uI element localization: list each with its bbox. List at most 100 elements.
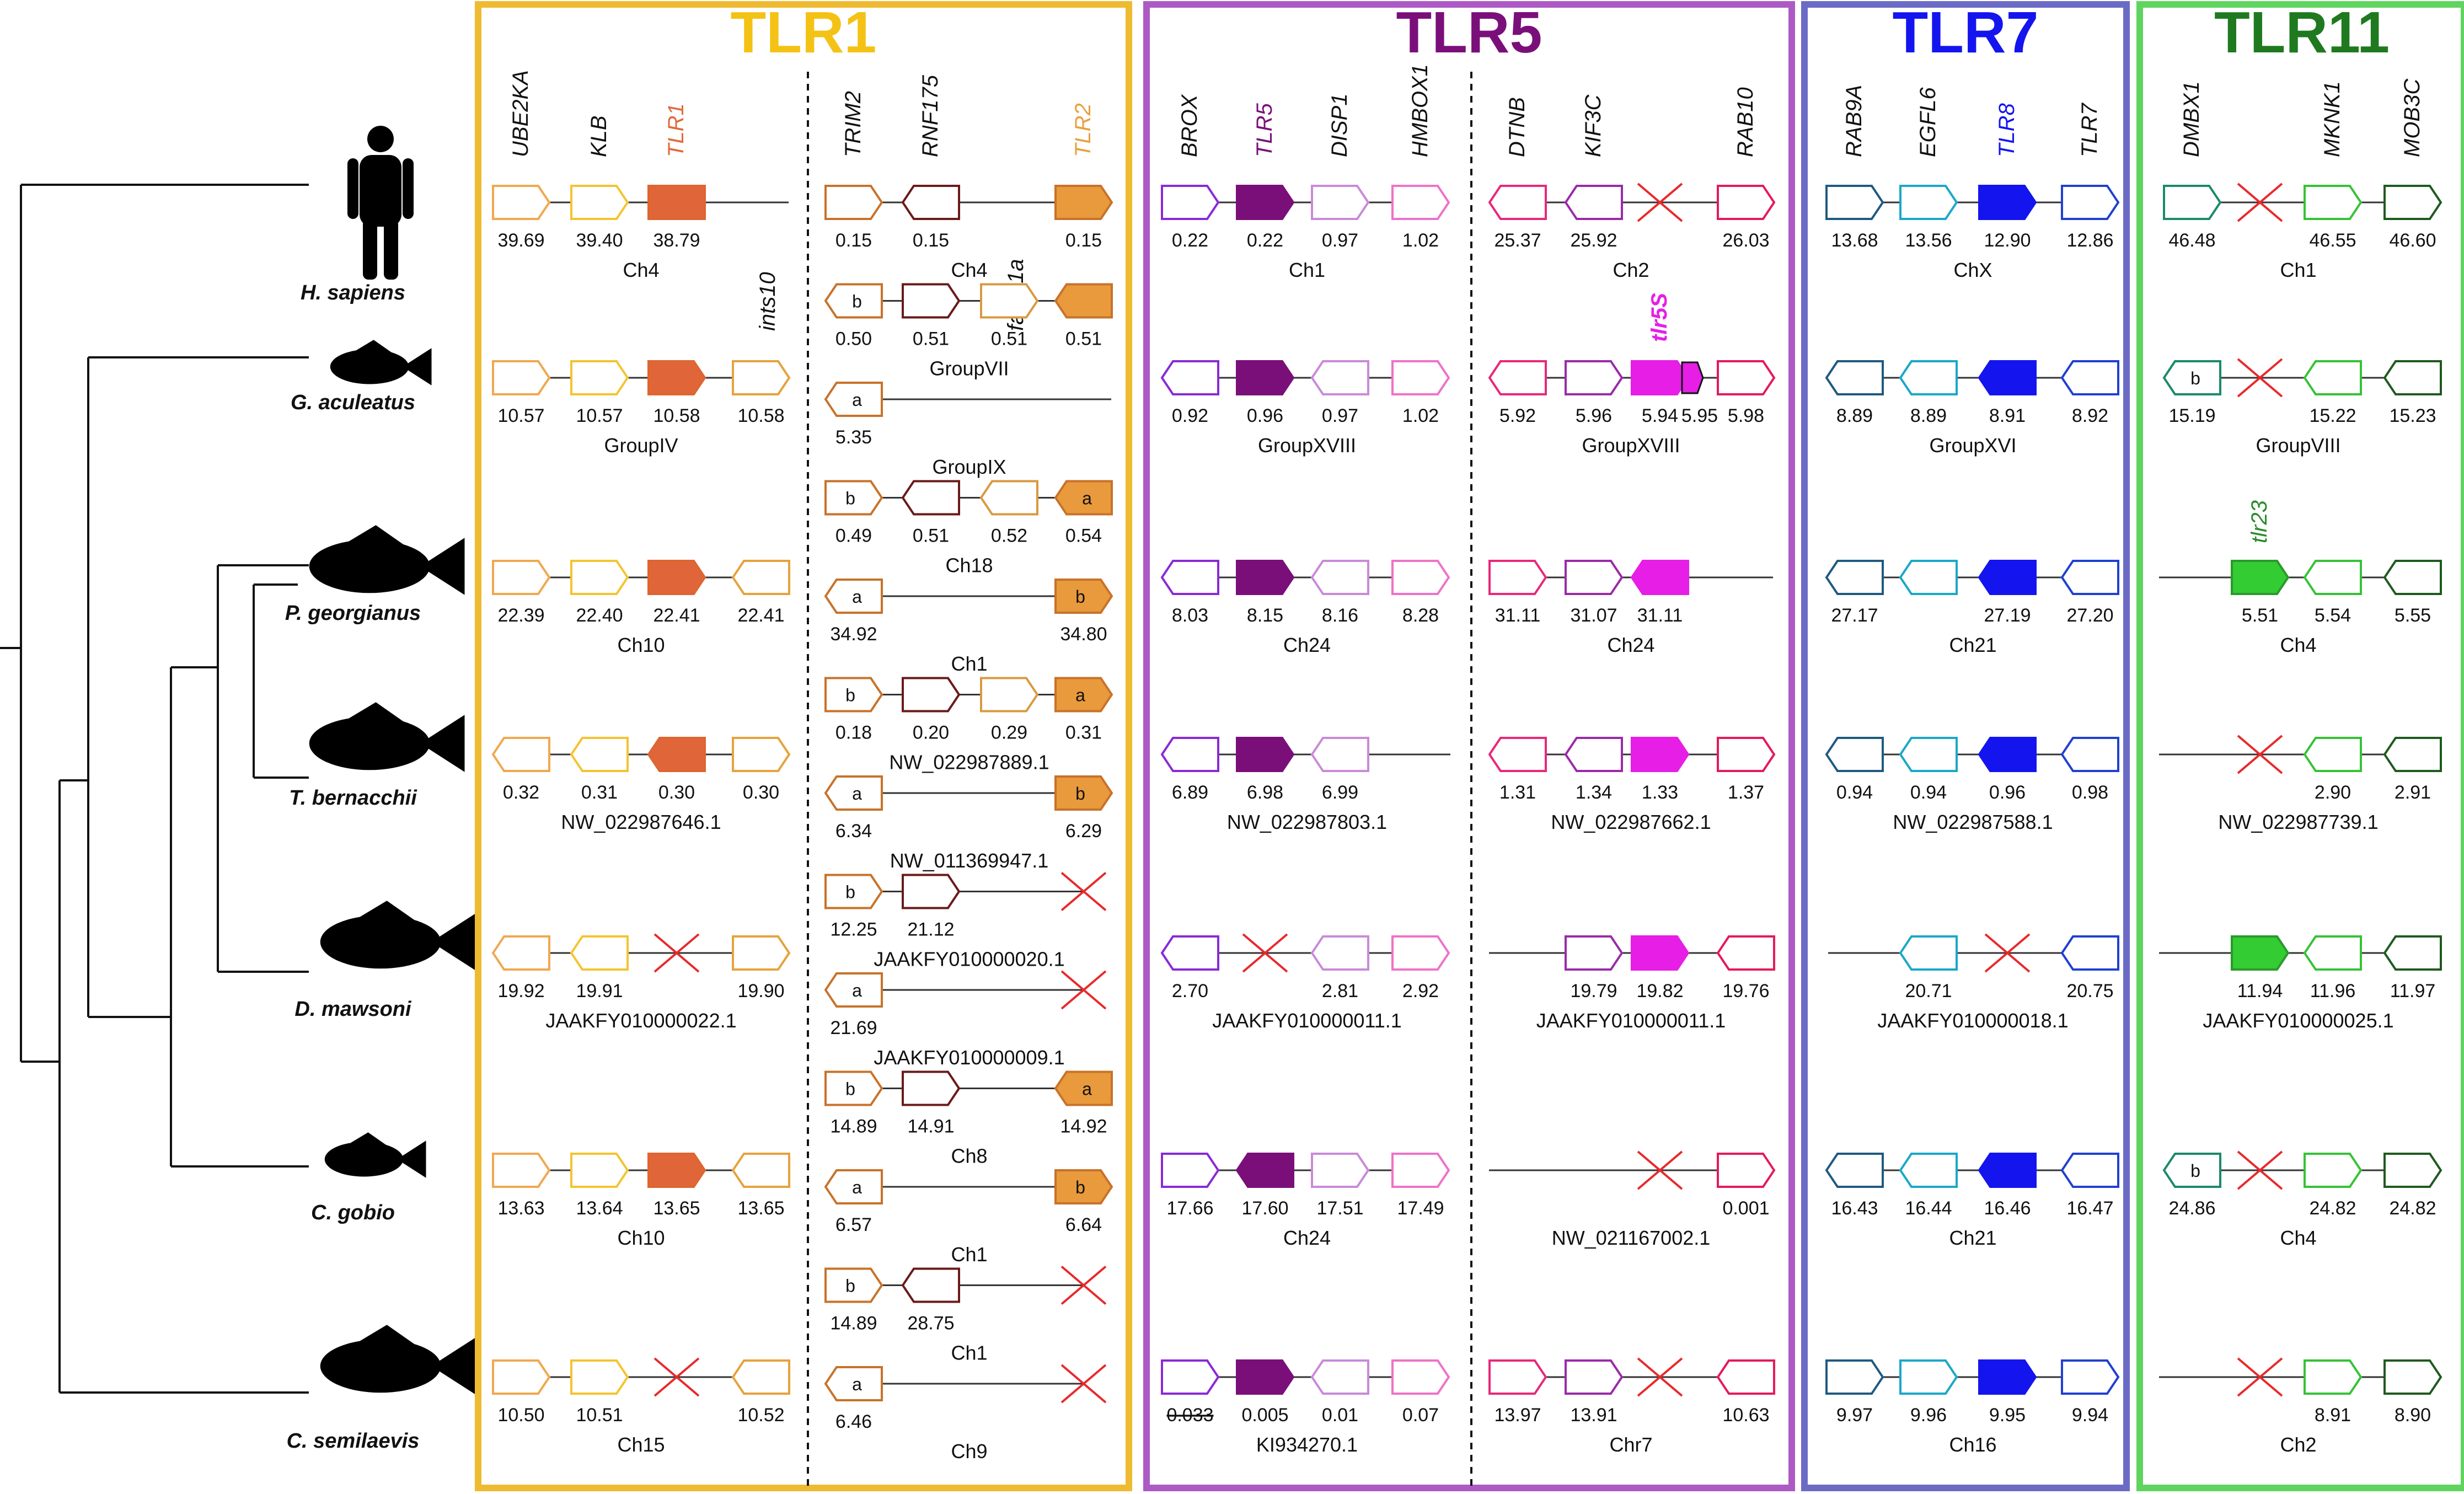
gene-shape [1391,1359,1450,1395]
gene-shape [902,283,961,319]
paralog-label: b [845,686,855,705]
gene-arrow [1899,737,1958,772]
cross-stroke [2237,358,2283,398]
gene-shape [1899,737,1958,772]
gene-position: 8.91 [1989,405,2026,426]
gene-shape [1488,560,1547,595]
gene-arrow [2383,560,2442,595]
gene-arrow [1236,737,1295,772]
gene-position: 0.32 [503,782,539,803]
chromosome-label: Ch1 [951,652,987,675]
chromosome-label: JAAKFY010000022.1 [545,1009,736,1032]
gene-arrow [1054,185,1113,220]
gene-arrow: b [824,677,883,713]
gene-shape [1236,185,1295,220]
fish-body [320,915,441,969]
gene-arrow [1899,1153,1958,1188]
gene-name-header: UBE2KA [508,70,533,157]
gene-arrow [824,185,883,220]
gene-arrow [1391,360,1450,395]
gene-arrow [570,360,629,395]
gene-position: 0.98 [2072,782,2108,803]
fish-fin [355,901,419,923]
fish-body [324,1142,404,1177]
gene-position: 10.58 [653,405,700,426]
gene-position: 15.19 [2168,405,2215,426]
gene-shape [1899,560,1958,595]
paralog-label: a [852,1374,862,1394]
gene-arrow [1899,560,1958,595]
gene-position: 6.29 [1065,821,1102,842]
gene-position: 27.19 [1984,605,2031,626]
gene-arrow [980,677,1039,713]
gene-position: 0.51 [1065,329,1102,350]
gene-shape [979,480,1038,516]
gene-position: 10.58 [737,405,784,426]
gene-shape [647,737,706,772]
gene-shape [1488,360,1547,395]
chromosome-label: GroupVII [929,357,1009,380]
gene-shape [1391,935,1450,971]
gene-arrow [1631,360,1704,395]
gene-shape [1717,185,1776,220]
gene-shape [492,1153,551,1188]
paralog-label: a [852,981,862,1000]
gene-shape [1054,775,1113,811]
gene-position: 8.89 [1836,405,1873,426]
gene-position: 19.79 [1570,981,1617,1002]
panel-title: TLR1 [731,0,877,65]
gene-position: 0.49 [835,526,872,547]
gene-position: 9.94 [2072,1405,2108,1426]
chromosome-label: Ch24 [1283,1227,1331,1249]
cross-stroke [2237,183,2283,222]
chromosome-label: NW_022987739.1 [2218,811,2378,833]
gene-arrow [2304,1359,2363,1395]
gene-arrow [1716,1359,1775,1395]
gene-arrow [492,360,551,395]
gene-position: 12.90 [1984,230,2031,251]
gene-shape [1391,1153,1450,1188]
gene-arrow [1160,935,1219,971]
gene-position: 13.64 [576,1198,623,1219]
gene-arrow [1899,1359,1958,1395]
fish-fin [347,1132,389,1147]
gene-position: 0.96 [1247,405,1283,426]
gene-position: 0.15 [1065,230,1102,251]
gene-shape [1978,560,2037,595]
gene-arrow [1311,185,1370,220]
gene-arrow [491,737,550,772]
chromosome-label: Ch1 [2280,259,2316,281]
gene-arrow [1825,185,1884,220]
gene-position: 0.01 [1322,1405,1358,1426]
gene-position: 0.30 [658,782,695,803]
gene-position: 8.16 [1322,605,1358,626]
chromosome-label: Ch16 [1949,1433,1996,1456]
gene-position: 0.22 [1172,230,1208,251]
gene-shape [824,972,883,1008]
fish-tail [420,538,465,595]
gene-arrow [1564,185,1623,220]
gene-arrow: b [1054,775,1113,811]
gene-position: 31.11 [1495,605,1541,626]
species-row: G. aculeatus [291,340,432,414]
gene-arrow [1899,360,1958,395]
gene-shape [731,1359,790,1395]
gene-shape [1825,560,1884,595]
gene-arrow [2303,560,2362,595]
paralog-label: b [845,882,855,902]
gene-arrow [570,935,629,971]
gene-arrow [901,185,960,220]
gene-shape [1825,1153,1884,1188]
gene-arrow [1236,1359,1295,1395]
chromosome-label: Ch4 [951,259,987,281]
